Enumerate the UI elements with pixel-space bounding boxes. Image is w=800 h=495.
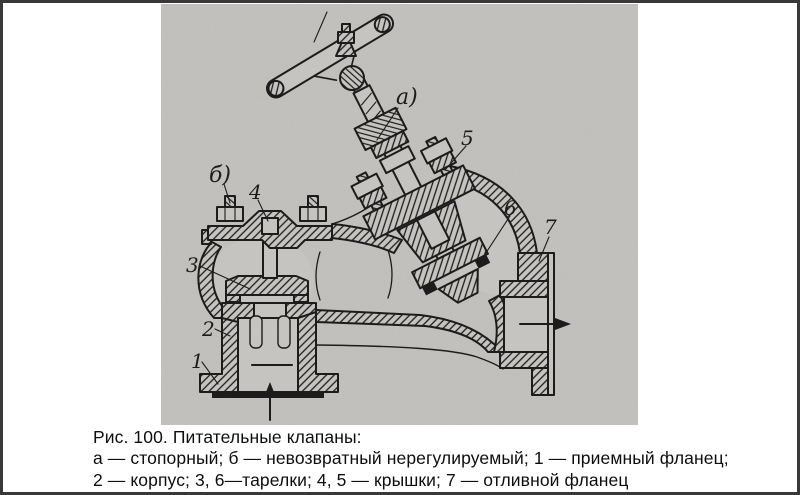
callout-3: 3 xyxy=(186,253,199,277)
bonnet-bolt-left xyxy=(350,171,388,212)
callout-5: 5 xyxy=(461,126,474,150)
callout-2: 2 xyxy=(201,317,215,341)
stem-nut xyxy=(337,31,355,44)
bonnet-bolt-right xyxy=(419,135,457,177)
valve-body-walls xyxy=(315,194,504,370)
outlet-flow-arrow-right-icon xyxy=(519,318,571,330)
caption-legend-line-2: 2 — корпус; 3, 6—тарелки; 4, 5 — крышки;… xyxy=(93,469,629,490)
caption-legend-line-1: а — стопорный; б — невозвратный нерегули… xyxy=(93,448,729,469)
valve-drawing xyxy=(197,11,571,421)
figure-caption: Рис. 100. Питательные клапаны: а — стопо… xyxy=(93,427,773,491)
callout-b: б) xyxy=(209,163,231,188)
cover-bolt-right xyxy=(299,195,327,222)
valve-handle xyxy=(265,11,395,99)
callout-leaders xyxy=(199,107,550,385)
callout-7: 7 xyxy=(544,215,557,239)
callout-4: 4 xyxy=(248,180,262,204)
stop-chamber-interior xyxy=(443,185,524,296)
inlet-flow-arrow-up-icon xyxy=(264,382,276,421)
callout-1: 1 xyxy=(191,349,204,373)
callout-6: 6 xyxy=(504,196,517,220)
flow-arrows xyxy=(264,318,571,421)
caption-title: Рис. 100. Питательные клапаны: xyxy=(93,427,362,447)
bonnet-flange xyxy=(362,164,476,241)
handle-hub xyxy=(339,65,365,91)
inlet-flange xyxy=(199,311,339,398)
callout-a: а) xyxy=(396,85,418,110)
stop-valve-disc xyxy=(411,236,491,304)
stop-valve-assembly xyxy=(347,72,491,304)
callout-labels: а) б) 4 3 2 1 5 6 7 xyxy=(186,85,557,373)
